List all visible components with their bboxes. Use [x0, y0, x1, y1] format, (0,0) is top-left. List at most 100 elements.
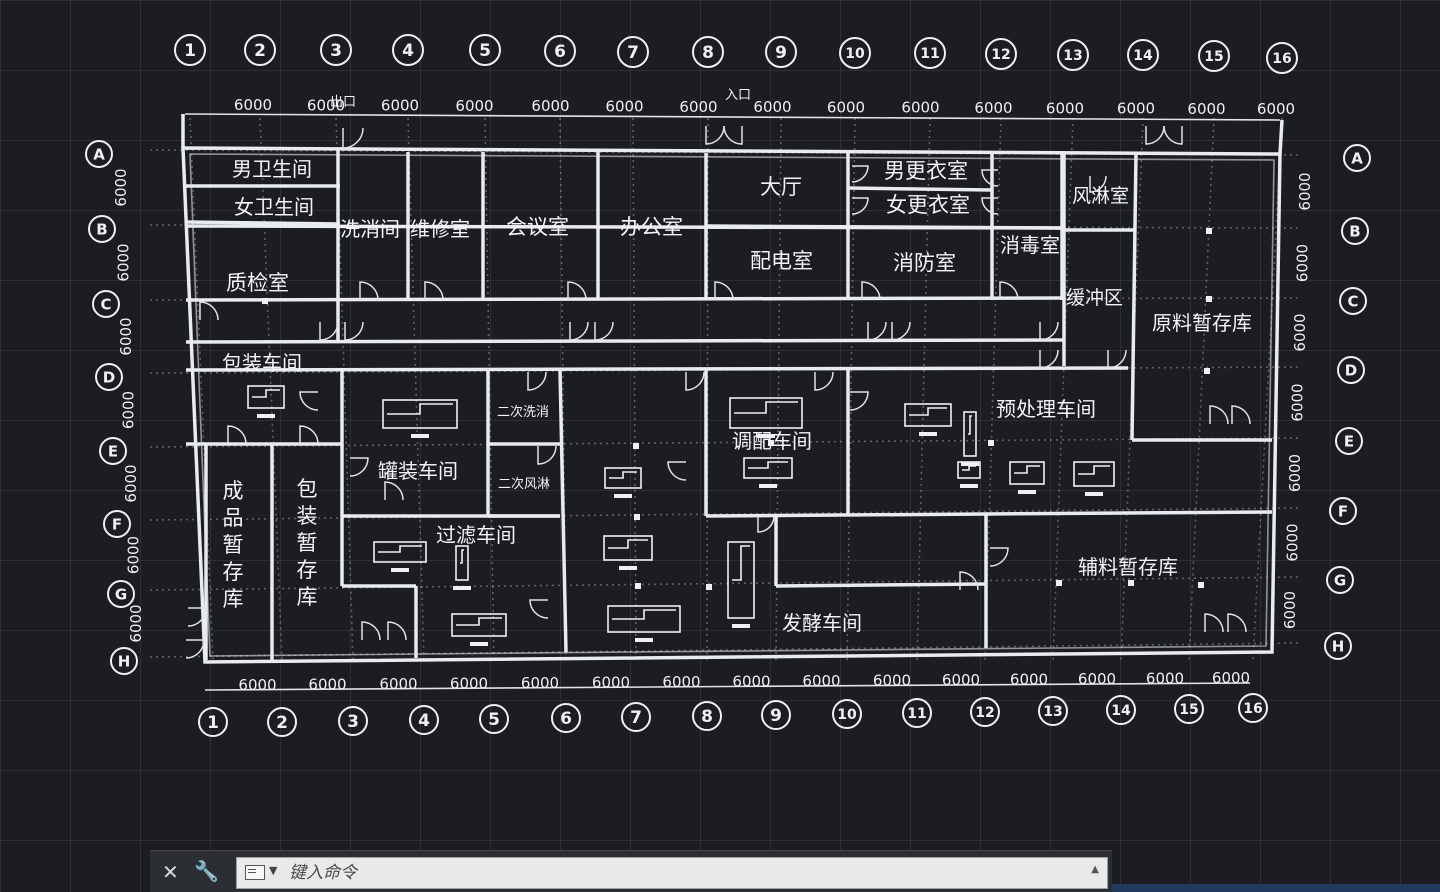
wrench-icon[interactable]: 🔧 [194, 859, 219, 883]
door-symbol [1039, 321, 1059, 341]
svg-text:8: 8 [702, 43, 714, 63]
dimension-label: 6000 [1286, 454, 1304, 492]
svg-text:11: 11 [907, 706, 926, 722]
room-label-lobby: 大厅 [760, 175, 802, 199]
room-label-quality-inspection: 质检室 [226, 271, 289, 295]
equipment-symbol [607, 605, 681, 642]
dimension-label: 6000 [662, 673, 700, 691]
room-label-packaging-storage: 包装暂存库 [297, 477, 318, 609]
door-symbol [1163, 125, 1183, 145]
svg-text:E: E [108, 442, 118, 460]
svg-text:1: 1 [184, 41, 196, 61]
column-axis-bubble: 15 [1174, 694, 1204, 724]
svg-text:D: D [103, 368, 115, 386]
command-input[interactable] [289, 858, 1069, 888]
equipment-symbol [957, 461, 981, 488]
room-label-finished-goods-storage: 成品暂存库 [223, 479, 244, 611]
door-symbol [199, 301, 219, 321]
close-icon[interactable]: ✕ [162, 860, 179, 884]
room-label-buffer-zone: 缓冲区 [1066, 287, 1123, 309]
svg-text:B: B [96, 220, 107, 238]
svg-text:2: 2 [254, 41, 266, 61]
column-marker [1206, 296, 1212, 302]
row-axis-bubble: C [92, 290, 120, 318]
column-axis-bubble: 1 [174, 34, 206, 66]
room-label-secondary-wash: 二次洗消 [497, 404, 549, 420]
svg-text:6: 6 [554, 42, 566, 62]
dimension-label: 6000 [827, 98, 865, 116]
column-axis-line [189, 117, 214, 661]
dimension-label: 6000 [450, 675, 488, 693]
row-axis-bubble: A [1343, 144, 1371, 172]
svg-text:12: 12 [991, 47, 1010, 63]
column-axis-bubble: 3 [320, 34, 352, 66]
svg-text:7: 7 [627, 43, 639, 63]
svg-text:4: 4 [402, 41, 414, 61]
door-symbol [424, 281, 444, 301]
equipment-symbol [373, 541, 427, 572]
equipment-symbol [1073, 461, 1115, 496]
column-axis-bubble: 13 [1057, 39, 1089, 71]
chevron-up-icon[interactable]: ▲ [1091, 864, 1099, 875]
dimension-label: 6000 [381, 97, 419, 115]
svg-text:13: 13 [1063, 48, 1082, 64]
floor-plan-drawing[interactable]: 6000 6000 6000 6000 6000 6000 6000 6000 6000 6000… [0, 0, 1440, 850]
door-symbol [187, 607, 207, 627]
svg-text:15: 15 [1179, 702, 1198, 718]
column-axis-bubble: 11 [902, 698, 932, 728]
svg-text:15: 15 [1204, 49, 1223, 65]
column-axis-line [632, 117, 637, 661]
column-marker [1128, 580, 1134, 586]
door-symbol [567, 281, 587, 301]
equipment-symbol [603, 535, 653, 570]
dimension-label: 6000 [455, 97, 493, 115]
command-prompt-icon[interactable] [245, 865, 265, 880]
door-symbol [989, 547, 1009, 567]
svg-text:7: 7 [630, 708, 642, 728]
dimension-label: 6000 [901, 99, 939, 117]
dimension-label: 6000 [1046, 99, 1084, 117]
walls [181, 114, 1284, 664]
door-symbol [1145, 125, 1165, 145]
door-symbol [569, 321, 589, 341]
door-symbol [851, 165, 869, 183]
svg-text:B: B [1349, 222, 1360, 240]
equipment-symbol [451, 613, 507, 646]
svg-text:G: G [115, 585, 127, 603]
row-axis-bubble: E [1335, 427, 1363, 455]
room-label-filtration-workshop: 过滤车间 [436, 523, 516, 547]
svg-text:H: H [118, 652, 131, 670]
door-symbol [319, 321, 339, 341]
door-symbol [867, 321, 887, 341]
door-symbol [527, 371, 547, 391]
column-marker [706, 584, 712, 590]
door-symbol [344, 321, 364, 341]
column-axis-bubble: 10 [839, 37, 871, 69]
equipment-symbol [961, 411, 979, 466]
column-axis-bubble: 1 [198, 707, 228, 737]
svg-text:5: 5 [479, 41, 491, 61]
row-axis-bubble: A [85, 140, 113, 168]
column-axis-bubble: 13 [1038, 696, 1068, 726]
column-axis-bubble: 2 [244, 34, 276, 66]
column-axis-bubble: 4 [409, 705, 439, 735]
row-axis-bubble: B [88, 215, 116, 243]
door-symbol [384, 481, 404, 501]
dimension-label: 6000 [1146, 670, 1184, 688]
dimension-label: 6000 [115, 243, 133, 281]
column-axis-line [916, 117, 931, 661]
equipment-symbol [729, 397, 803, 438]
door-symbol [359, 281, 379, 301]
chevron-down-icon[interactable]: ▼ [269, 864, 278, 877]
dimension-label: 6000 [942, 671, 980, 689]
command-input-box[interactable]: ▼ ▲ [236, 857, 1108, 889]
room-labels: 男卫生间女卫生间质检室洗消间维修室会议室办公室大厅配电室男更衣室女更衣室消防室消… [222, 157, 1252, 635]
equipment-symbol [743, 457, 793, 488]
status-bar [1112, 884, 1440, 892]
room-label-fermentation-workshop: 发酵车间 [782, 611, 862, 635]
door-symbol [342, 127, 364, 149]
room-label-secondary-air-shower: 二次风淋 [498, 476, 550, 492]
column-axis-bubble: 8 [692, 36, 724, 68]
room-label-packaging-workshop: 包装车间 [222, 351, 302, 375]
